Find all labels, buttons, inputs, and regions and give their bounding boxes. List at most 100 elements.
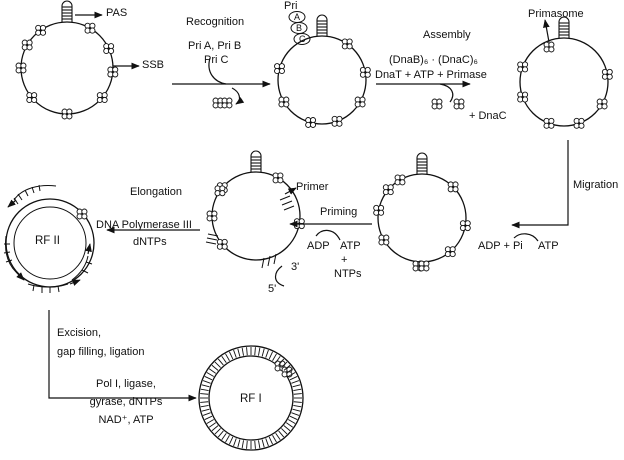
c1-ssb-1 <box>103 43 115 55</box>
c2-ssb-6 <box>274 63 285 75</box>
rf-i-tick <box>254 440 256 449</box>
primer-left <box>205 233 219 245</box>
primer-bottom <box>261 253 277 269</box>
rf-i-tick <box>211 364 219 371</box>
rf-i-tick <box>217 358 224 366</box>
ssb-subunit <box>108 47 115 55</box>
ssb-label: SSB <box>142 59 165 71</box>
assembly-ssb-b <box>453 98 465 110</box>
rf-i-tick <box>292 408 301 412</box>
rf-ii-fragment-right <box>71 255 93 281</box>
ssb-subunit <box>309 121 317 128</box>
rf-i-tick <box>204 376 213 381</box>
rf-ii-inner-strand <box>13 206 87 280</box>
rf-ii-arrow-bottom <box>69 279 81 286</box>
pol-i-label: Pol I, ligase, <box>96 378 156 390</box>
rf-i-tick <box>281 361 288 368</box>
circle-primed <box>211 171 301 261</box>
rf-i-tick <box>293 405 302 408</box>
circle-pri-bound <box>277 35 367 125</box>
pri-c-label: Pri C <box>204 54 229 66</box>
ssb-subunit <box>387 189 394 196</box>
rf-i-ticks <box>200 347 302 449</box>
rf-i-tick <box>233 349 237 358</box>
rf-i-tick <box>261 348 265 357</box>
ssb-subunit <box>548 46 555 53</box>
primer-pointer <box>284 187 297 195</box>
rf-i-tick <box>225 435 230 443</box>
ssb-subunit <box>278 67 285 75</box>
rf-i-tick <box>241 440 244 449</box>
c3-ssb-0 <box>601 68 613 80</box>
rf-i-tick <box>202 380 211 384</box>
rf-ii-arrow-right <box>85 243 92 255</box>
primasome-arrow <box>543 19 550 43</box>
rf-i-tick <box>214 428 221 435</box>
pri-c-letter: C <box>299 34 306 44</box>
pri-c-protein <box>293 33 311 45</box>
dnat-atp-primase-label: DnaT + ATP + Primase <box>375 69 487 81</box>
rf-i-tick <box>200 393 209 395</box>
three-prime-label: 3' <box>291 261 300 273</box>
ssb-subunit <box>89 27 96 34</box>
c1-ssb-5 <box>26 92 38 104</box>
rf-i-tick <box>237 348 241 357</box>
rf-i-tick <box>285 422 294 428</box>
c5-ssb-4 <box>206 210 218 222</box>
rf-i-tick <box>275 355 281 364</box>
c3-ssb-4 <box>517 91 529 103</box>
migration-label: Migration <box>573 179 619 191</box>
c3-ssb-5 <box>517 61 529 73</box>
ssb-subunit <box>364 71 371 78</box>
c2-ssb-4 <box>305 117 317 128</box>
c4-ssb-0 <box>394 174 406 186</box>
ntps-label: NTPs <box>334 268 362 280</box>
pas-hairpin <box>61 0 73 22</box>
ssb-subunit <box>39 29 47 36</box>
primer-label: Primer <box>296 181 329 193</box>
ssb-subunit <box>436 103 443 110</box>
c2-ssb-2 <box>354 96 366 108</box>
pri-feed-curve <box>208 57 227 85</box>
primer-top <box>279 195 295 211</box>
c4-ssb-3 <box>444 246 456 258</box>
rf-ii-fragment-bottom <box>27 283 69 293</box>
c5-ssb-5 <box>214 185 226 197</box>
c1-ssb-4 <box>61 108 73 120</box>
ssb-subunit <box>458 103 465 110</box>
c4-ssb-1 <box>447 181 459 193</box>
dna-polymerase-iii-label: DNA Polymerase III <box>96 219 192 231</box>
ssb-subunit <box>346 43 353 50</box>
plus-sign-label: + <box>341 254 348 266</box>
ssb-subunit <box>399 179 406 186</box>
rf-i-tick <box>246 440 248 449</box>
circle-rf-i-inner <box>208 355 294 441</box>
c2-ssb-1 <box>359 66 371 78</box>
adp-label: ADP <box>307 240 330 252</box>
ssb-subunit <box>211 215 218 222</box>
recognition-label: Recognition <box>186 16 245 28</box>
rf-i-tick <box>217 430 224 438</box>
circle-rf-i-outer <box>198 345 304 451</box>
rf-i-tick <box>201 384 210 388</box>
rf-i-tick <box>258 347 261 356</box>
recognition-ssb-b <box>221 97 233 109</box>
rf-i-tick <box>283 425 291 432</box>
primasome-complex <box>543 41 555 53</box>
pri-release-arrow <box>231 87 245 105</box>
c4-ssb-4 <box>378 234 390 246</box>
ssb-clusters <box>15 11 613 378</box>
assembly-ssb-a <box>431 98 443 110</box>
c5-ssb-3 <box>216 238 228 250</box>
ssb-subunit <box>522 96 529 103</box>
rf-i-tick <box>254 347 256 356</box>
ssb-subunit <box>31 96 38 104</box>
rf-i-tick <box>246 347 248 356</box>
rf-i-tick <box>265 349 269 358</box>
gap-filling-label: gap filling, ligation <box>57 346 145 358</box>
pri-b-letter: B <box>296 23 303 33</box>
rf-ii-fragment-left <box>3 235 17 273</box>
rf-i-tick <box>200 388 209 391</box>
adp-pi-label: ADP + Pi <box>478 240 523 252</box>
